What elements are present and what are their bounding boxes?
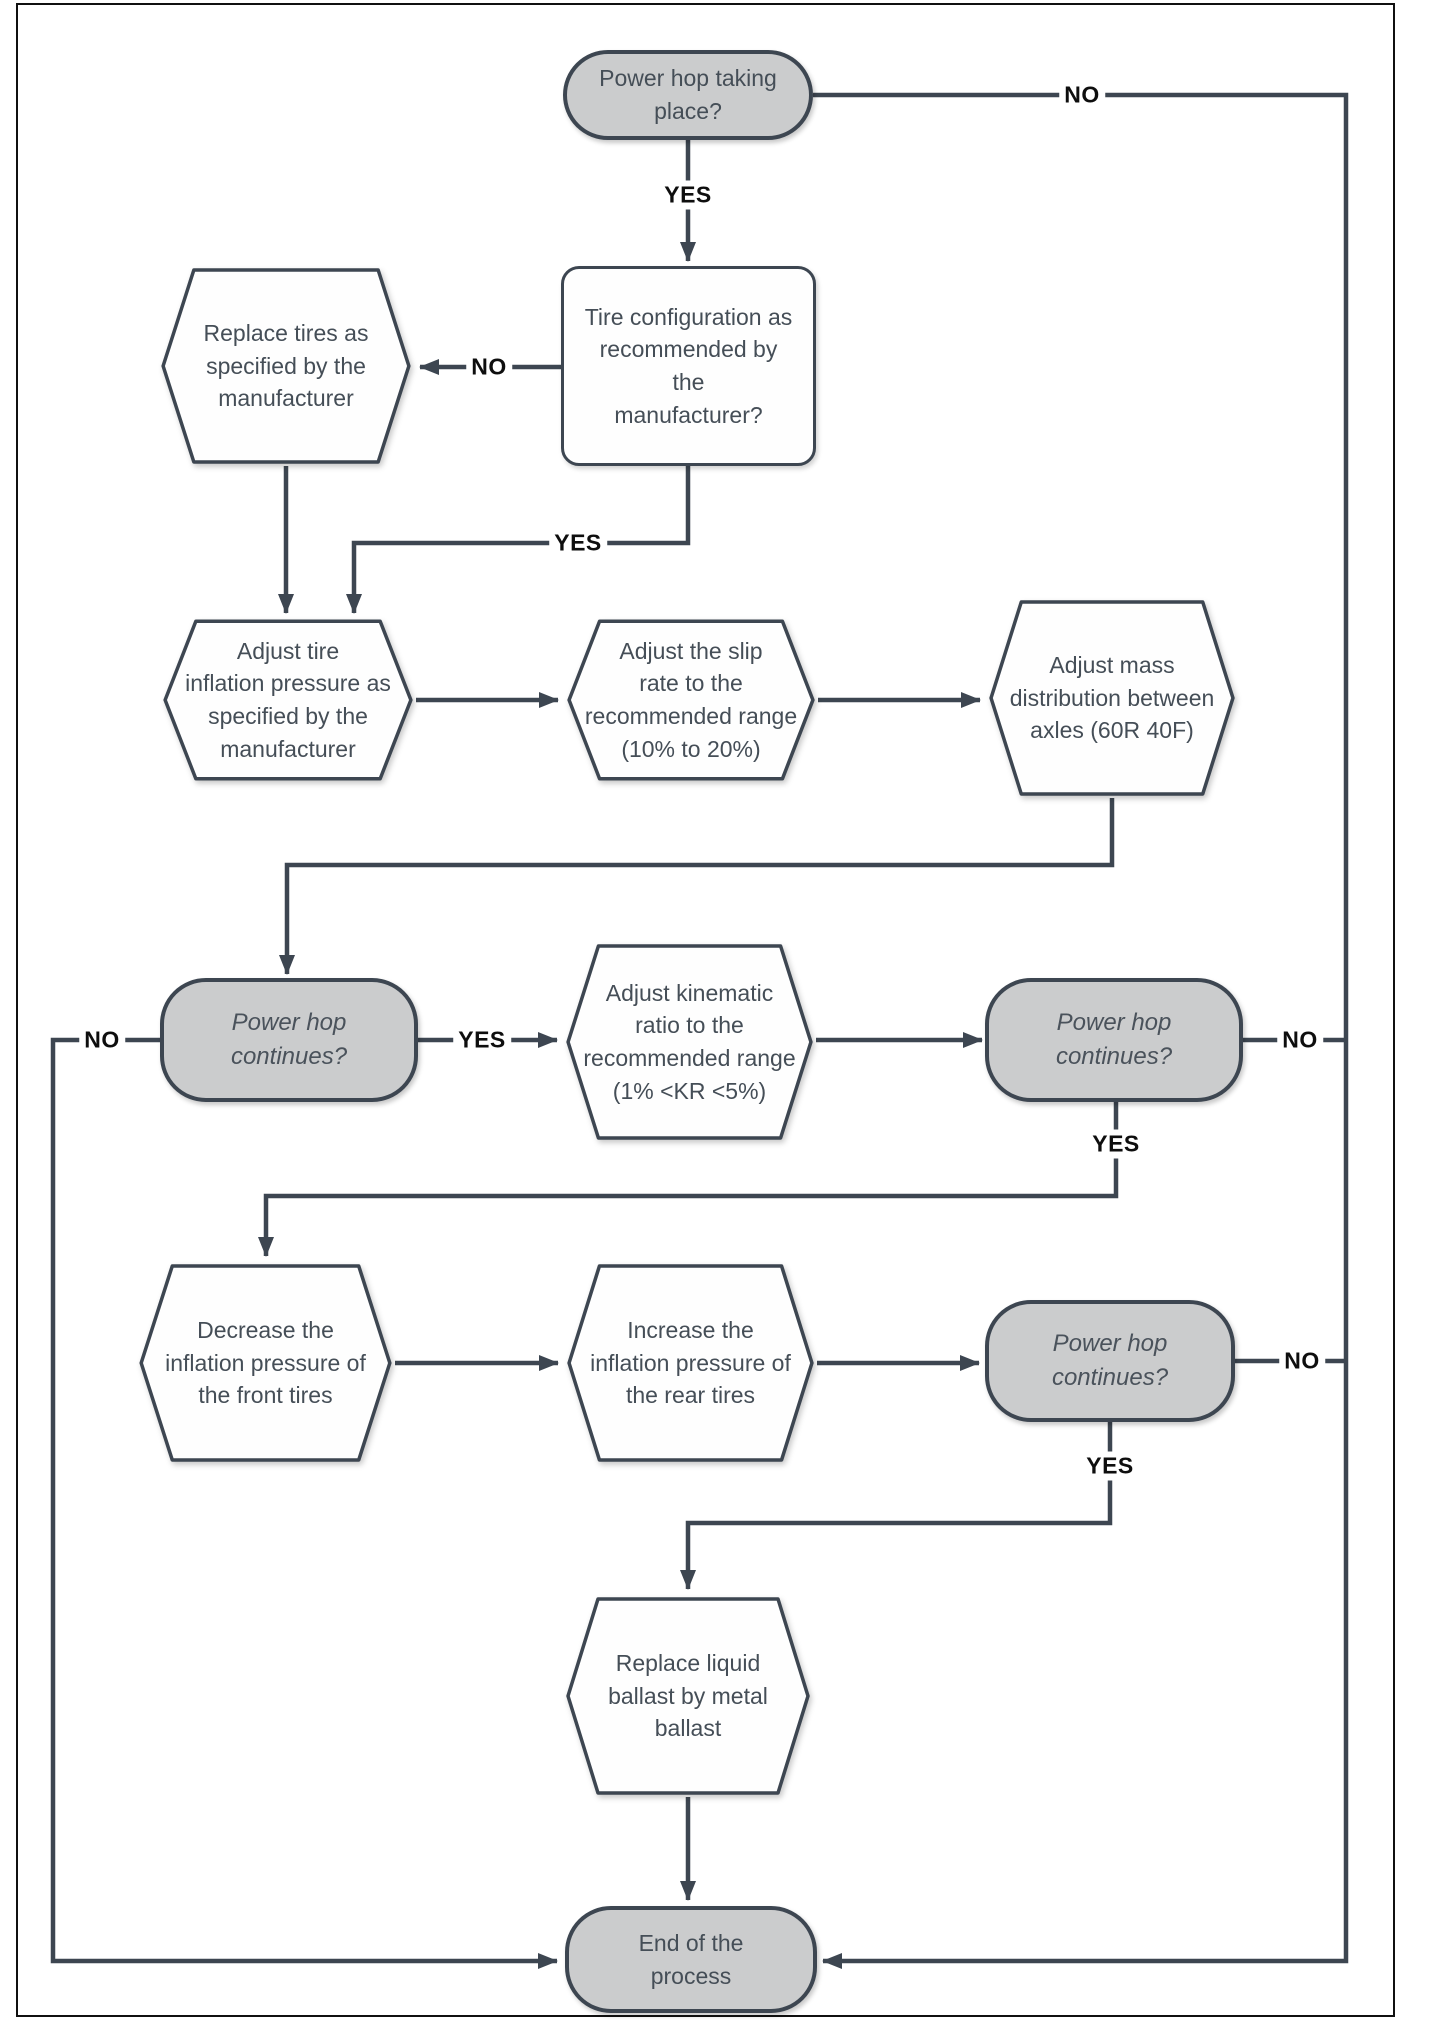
node-increase-rear: Increase the inflation pressure of the r… <box>564 1262 817 1464</box>
edge-label-no-start: NO <box>1059 80 1105 110</box>
edge-tireconfig-yes <box>346 466 691 614</box>
node-adjust-slip-label: Adjust the slip rate to the recommended … <box>584 637 798 762</box>
node-end: End of the process <box>565 1906 817 2013</box>
node-adjust-inflation: Adjust tire inflation pressure as specif… <box>160 618 416 782</box>
node-adjust-mass: Adjust mass distribution between axles (… <box>986 598 1238 798</box>
node-tire-config: Tire configuration as recommended by the… <box>561 266 816 466</box>
node-tire-config-label: Tire configuration as recommended by the… <box>584 303 793 428</box>
node-power-hop-continues-1: Power hop continues? <box>160 978 418 1102</box>
node-start: Power hop taking place? <box>563 50 813 140</box>
node-end-label: End of the process <box>638 1929 744 1989</box>
edge-label-no-power-hop-2: NO <box>1277 1025 1323 1055</box>
hexagon-shape <box>136 1262 395 1464</box>
hexagon-shape <box>986 598 1238 798</box>
edge-label-no-power-hop-3: NO <box>1279 1346 1325 1376</box>
hexagon-shape <box>563 942 816 1142</box>
node-power-hop-continues-2: Power hop continues? <box>985 978 1243 1102</box>
node-adjust-kinematic: Adjust kinematic ratio to the recommende… <box>563 942 816 1142</box>
node-power-hop-continues-3-label: Power hop continues? <box>1051 1329 1169 1391</box>
node-adjust-inflation-label: Adjust tire inflation pressure as specif… <box>185 637 391 762</box>
hexagon-shape <box>564 618 818 782</box>
node-decrease-front-label: Decrease the inflation pressure of the f… <box>165 1317 366 1409</box>
edge-label-yes-start: YES <box>659 180 717 210</box>
node-power-hop-continues-3: Power hop continues? <box>985 1300 1235 1422</box>
node-power-hop-continues-1-label: Power hop continues? <box>230 1008 348 1070</box>
edge-label-yes-power-hop-2: YES <box>1087 1129 1145 1159</box>
node-replace-ballast: Replace liquid ballast by metal ballast <box>563 1595 813 1797</box>
node-replace-tires-label: Replace tires as specified by the manufa… <box>203 320 369 412</box>
hexagon-shape <box>160 618 416 782</box>
edge-label-no-tire-config: NO <box>466 352 512 382</box>
edge-label-yes-power-hop-3: YES <box>1081 1451 1139 1481</box>
edge-label-yes-tire-config: YES <box>549 528 607 558</box>
node-decrease-front: Decrease the inflation pressure of the f… <box>136 1262 395 1464</box>
node-power-hop-continues-2-label: Power hop continues? <box>1055 1008 1173 1070</box>
edge-powerhop1-no-left-rail <box>50 1037 558 1969</box>
node-adjust-slip: Adjust the slip rate to the recommended … <box>564 618 818 782</box>
node-replace-ballast-label: Replace liquid ballast by metal ballast <box>608 1650 768 1742</box>
edge-label-no-power-hop-1: NO <box>79 1025 125 1055</box>
edge-mass-powerhop1 <box>279 798 1115 975</box>
hexagon-shape <box>158 266 414 466</box>
node-replace-tires: Replace tires as specified by the manufa… <box>158 266 414 466</box>
node-adjust-mass-label: Adjust mass distribution between axles (… <box>1009 652 1215 744</box>
node-increase-rear-label: Increase the inflation pressure of the r… <box>590 1317 791 1409</box>
node-start-label: Power hop taking place? <box>599 65 777 124</box>
hexagon-shape <box>564 1262 817 1464</box>
node-adjust-kinematic-label: Adjust kinematic ratio to the recommende… <box>583 979 796 1104</box>
hexagon-shape <box>563 1595 813 1797</box>
edge-label-yes-power-hop-1: YES <box>453 1025 511 1055</box>
